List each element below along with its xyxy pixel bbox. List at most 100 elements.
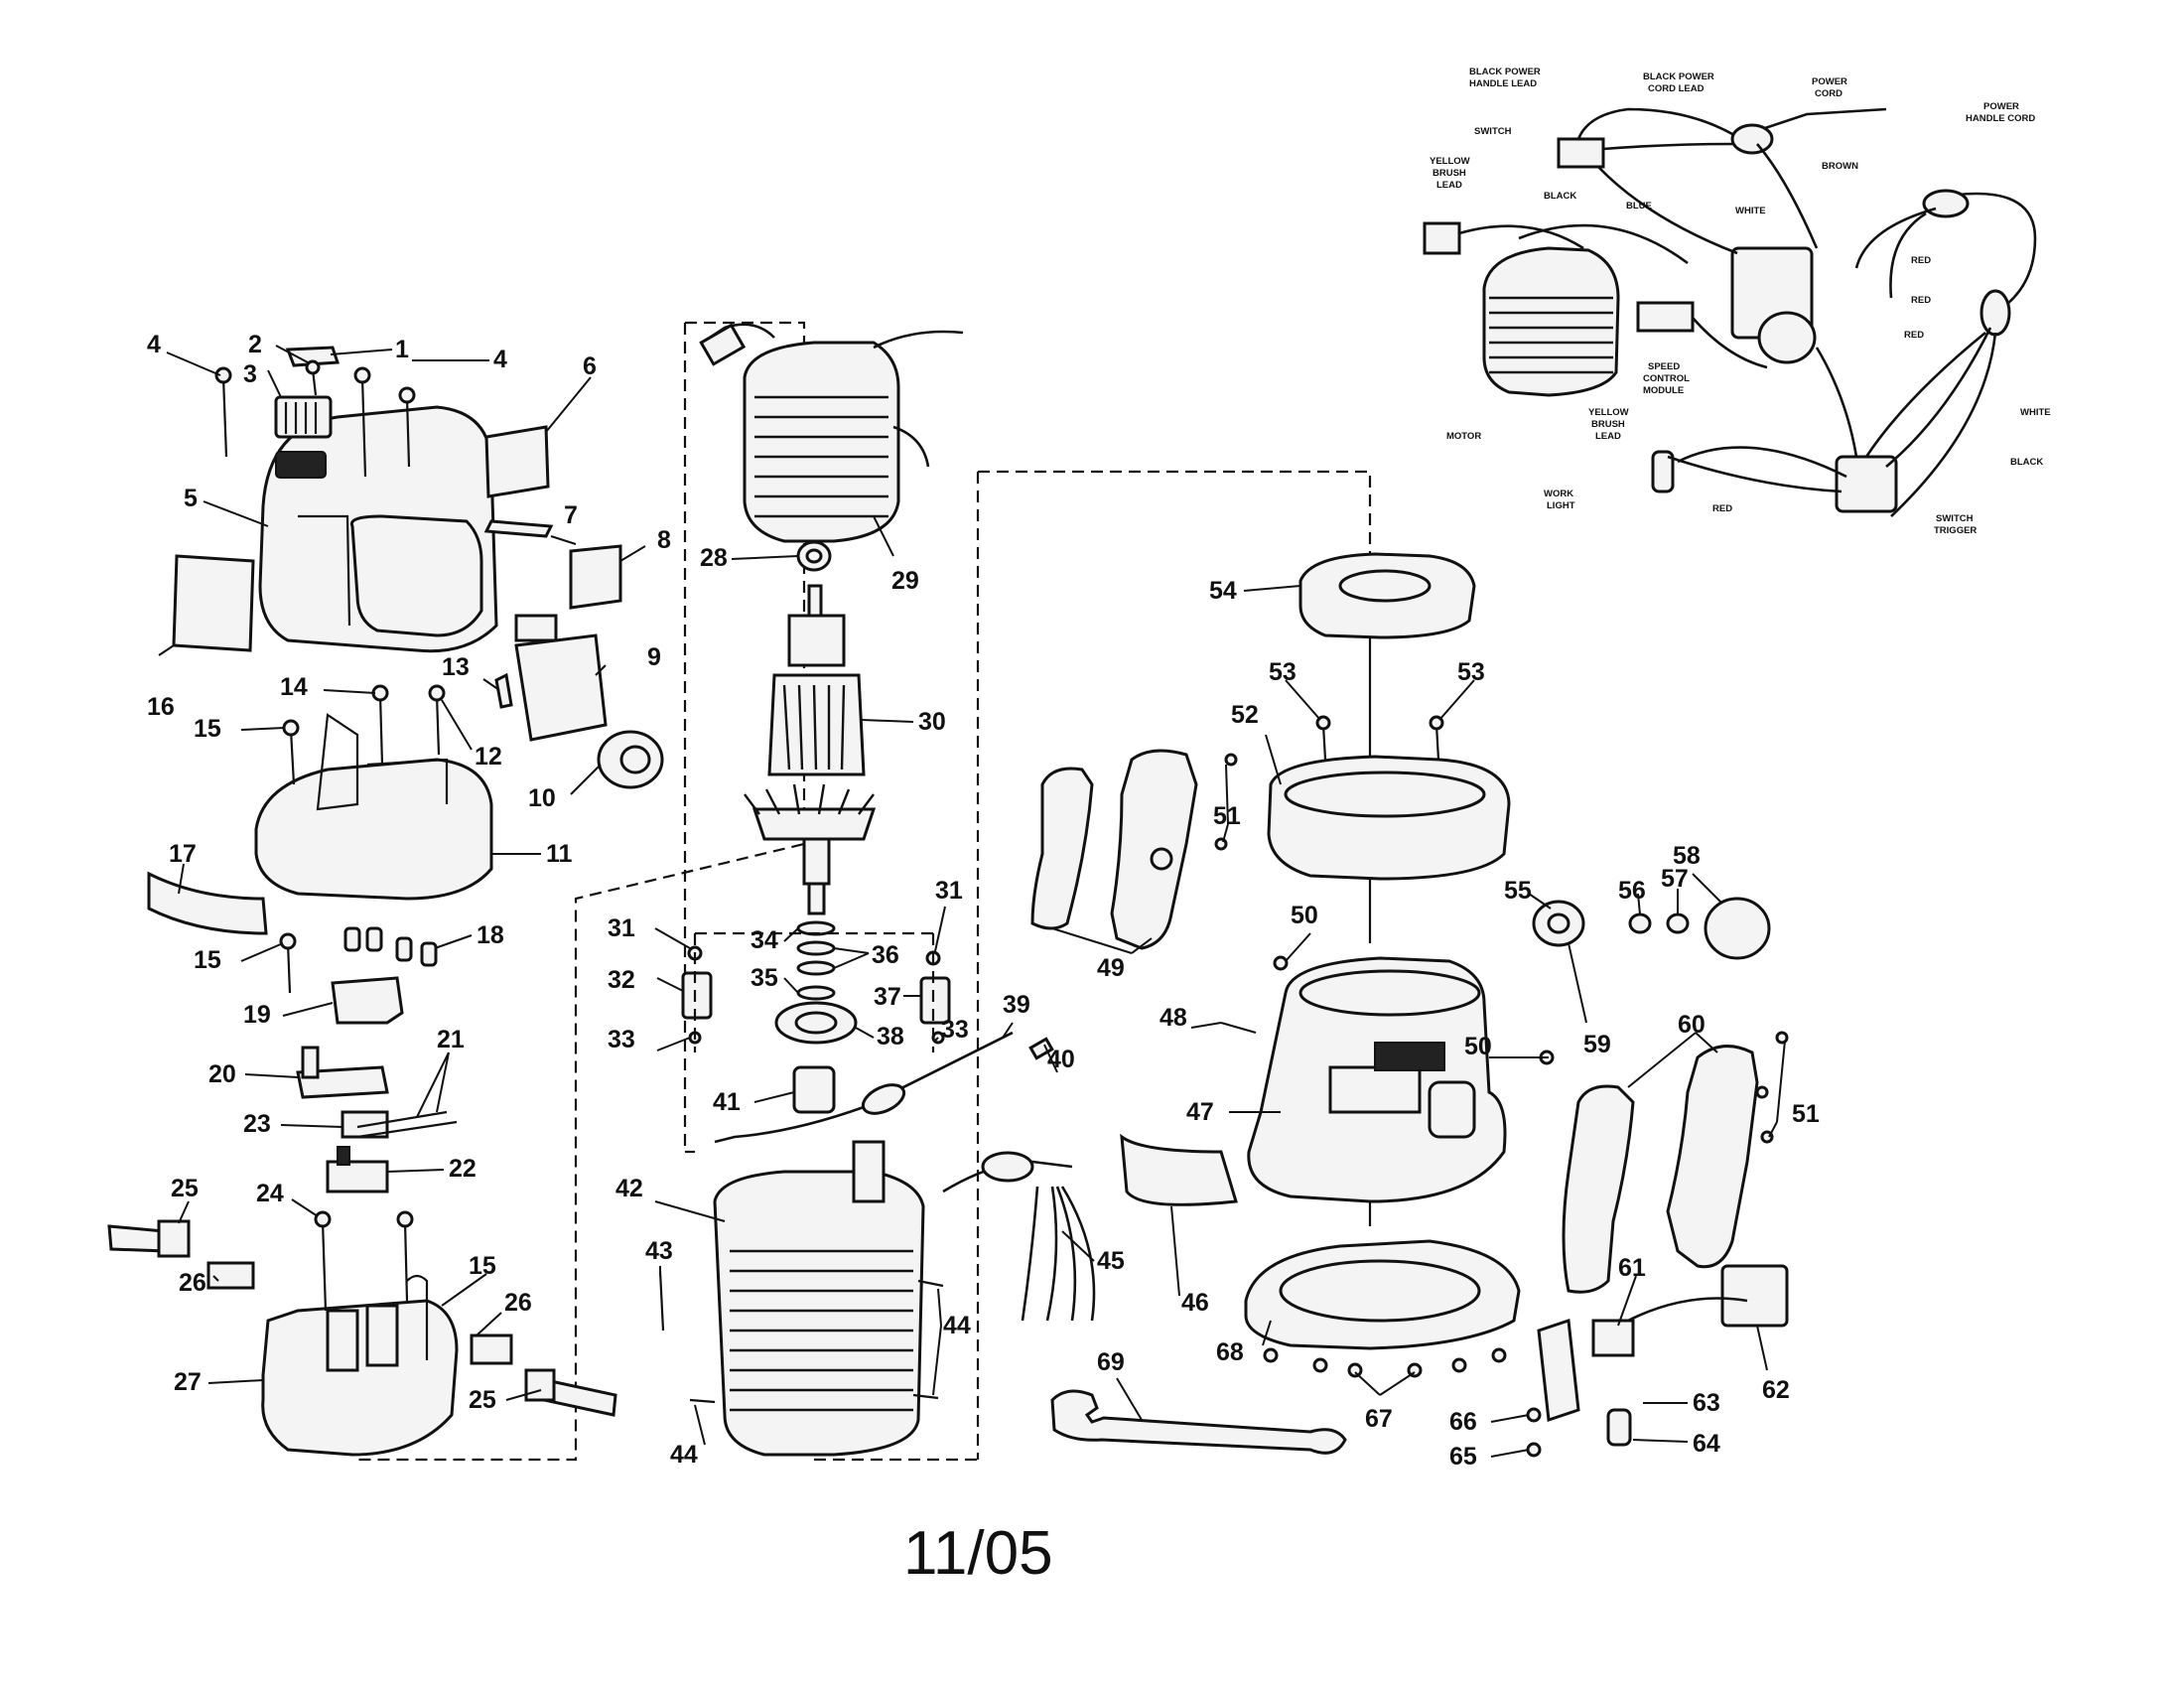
label-black-2: BLACK (2010, 457, 2043, 468)
part-number-20: 20 (208, 1060, 236, 1088)
part-number-47: 47 (1186, 1098, 1214, 1126)
part-number-65: 65 (1449, 1443, 1477, 1471)
part-number-19: 19 (243, 1001, 271, 1029)
label-yellow-brush-lead-2-line2: BRUSH (1591, 419, 1625, 430)
part-number-18: 18 (477, 921, 504, 949)
part-number-54: 54 (1209, 577, 1237, 605)
part-number-66: 66 (1449, 1408, 1477, 1436)
part-number-33: 33 (608, 1026, 635, 1053)
label-work-light-line2: LIGHT (1547, 500, 1575, 511)
part-number-12: 12 (475, 743, 502, 771)
label-black-power-handle-lead-line2: HANDLE LEAD (1469, 78, 1537, 89)
part-number-36: 36 (872, 941, 899, 969)
part-number-21: 21 (437, 1026, 465, 1053)
part-number-22: 22 (449, 1155, 477, 1183)
wiring-diagram (1423, 107, 2037, 517)
part-number-4: 4 (147, 331, 161, 358)
part-number-4b: 4 (493, 346, 507, 373)
part-number-69: 69 (1097, 1348, 1125, 1376)
part-number-16: 16 (147, 693, 175, 721)
part-number-61: 61 (1618, 1254, 1646, 1282)
part-number-15c: 15 (469, 1252, 496, 1280)
part-number-63: 63 (1693, 1389, 1720, 1417)
part-number-53b: 53 (1457, 658, 1485, 686)
part-number-8: 8 (657, 526, 671, 554)
part-number-labels: 1 2 3 4 4 5 6 7 8 9 10 11 12 13 14 15 15… (147, 331, 1820, 1471)
part-number-9: 9 (647, 643, 661, 671)
label-brown: BROWN (1822, 161, 1858, 172)
label-motor: MOTOR (1446, 431, 1481, 442)
label-power-handle-cord-line2: HANDLE CORD (1966, 113, 2035, 124)
part-number-13: 13 (442, 653, 470, 681)
label-work-light-line1: WORK (1544, 489, 1573, 499)
part-number-27: 27 (174, 1368, 202, 1396)
part-number-59: 59 (1583, 1031, 1611, 1058)
part-number-5: 5 (184, 485, 198, 512)
part-number-24: 24 (256, 1180, 284, 1207)
label-black-power-cord-lead-line2: CORD LEAD (1648, 83, 1705, 94)
label-yellow-brush-lead-1-line2: BRUSH (1433, 168, 1466, 179)
part-number-46: 46 (1181, 1289, 1209, 1317)
part-number-64: 64 (1693, 1430, 1720, 1458)
part-number-11: 11 (546, 840, 573, 868)
part-number-17: 17 (169, 840, 197, 868)
label-red-4: RED (1712, 503, 1732, 514)
part-number-15: 15 (194, 715, 221, 743)
label-power-cord-line2: CORD (1815, 88, 1843, 99)
part-number-25: 25 (171, 1175, 199, 1202)
part-number-23: 23 (243, 1110, 271, 1138)
label-blue: BLUE (1626, 201, 1652, 211)
label-switch-trigger-line1: SWITCH (1936, 513, 1974, 524)
label-red-1: RED (1911, 255, 1931, 266)
part-number-39: 39 (1003, 991, 1030, 1019)
part-number-37: 37 (874, 983, 901, 1011)
part-number-50: 50 (1291, 902, 1318, 929)
part-number-58: 58 (1673, 842, 1701, 870)
part-number-32: 32 (608, 966, 635, 994)
label-switch: SWITCH (1474, 126, 1512, 137)
part-number-52: 52 (1231, 701, 1259, 729)
label-red-3: RED (1904, 330, 1924, 341)
label-power-handle-cord-line1: POWER (1983, 101, 2019, 112)
part-number-67: 67 (1365, 1405, 1393, 1433)
label-speed-control-module-line1: SPEED (1648, 361, 1680, 372)
part-number-28: 28 (700, 544, 728, 572)
part-number-31: 31 (608, 914, 635, 942)
part-number-60: 60 (1678, 1011, 1706, 1039)
part-number-44: 44 (943, 1312, 971, 1339)
label-yellow-brush-lead-2-line3: LEAD (1595, 431, 1621, 442)
label-yellow-brush-lead-1-line1: YELLOW (1430, 156, 1470, 167)
label-red-2: RED (1911, 295, 1931, 306)
center-assembly (658, 323, 1096, 1457)
part-number-34: 34 (751, 926, 778, 954)
part-number-44b: 44 (670, 1441, 698, 1469)
part-number-26: 26 (179, 1269, 206, 1297)
part-number-3: 3 (243, 360, 257, 388)
part-number-33b: 33 (941, 1016, 969, 1044)
part-number-14: 14 (280, 673, 308, 701)
part-number-45: 45 (1097, 1247, 1125, 1275)
label-switch-trigger-line2: TRIGGER (1934, 525, 1977, 536)
part-number-68: 68 (1216, 1338, 1244, 1366)
leader-lines (158, 345, 1786, 1458)
part-number-51b: 51 (1792, 1100, 1820, 1128)
part-number-10: 10 (528, 784, 556, 812)
label-black-power-handle-lead-line1: BLACK POWER (1469, 67, 1541, 77)
label-white-2: WHITE (2020, 407, 2051, 418)
part-number-38: 38 (877, 1023, 904, 1051)
part-number-53: 53 (1269, 658, 1297, 686)
label-speed-control-module-line3: MODULE (1643, 385, 1684, 396)
label-yellow-brush-lead-1-line3: LEAD (1436, 180, 1462, 191)
date-code: 11/05 (903, 1519, 1053, 1588)
part-number-43: 43 (645, 1237, 673, 1265)
part-number-31b: 31 (935, 877, 963, 905)
right-assembly (1030, 552, 1789, 1458)
part-number-29: 29 (891, 567, 919, 595)
part-number-1: 1 (395, 336, 409, 363)
label-black: BLACK (1544, 191, 1576, 202)
wiring-labels: BLACK POWER HANDLE LEAD BLACK POWER CORD… (1430, 67, 2051, 536)
part-number-49: 49 (1097, 954, 1125, 982)
part-number-56: 56 (1618, 877, 1646, 905)
part-number-48: 48 (1160, 1004, 1187, 1032)
